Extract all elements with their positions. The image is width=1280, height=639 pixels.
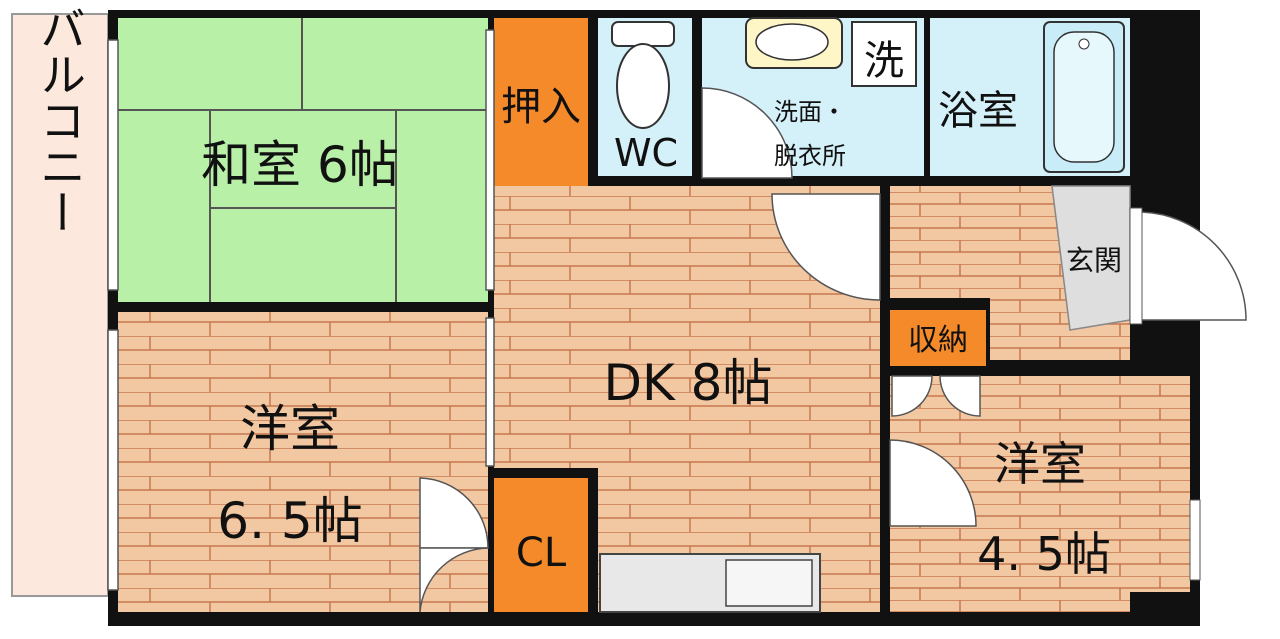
- sentaku-label: 洗: [864, 38, 904, 84]
- washitsu-label: 和室 6帖: [201, 136, 399, 194]
- door-swing-entrance: [1139, 211, 1247, 321]
- genkan-label: 玄関: [1066, 244, 1122, 277]
- wc-label: WC: [614, 131, 678, 175]
- door-swing-cl-upper: [419, 477, 489, 549]
- balcony-label: バルコニー: [33, 5, 87, 235]
- balcony: バルコニー: [11, 5, 109, 597]
- door-swing-dk: [771, 193, 881, 301]
- balcony-windows: [107, 39, 119, 591]
- closet-shuno: 収納: [890, 310, 986, 366]
- senmen-label-1: 洗面・: [774, 98, 846, 126]
- door-swing-cl-lower: [419, 547, 489, 613]
- window-right: [1189, 499, 1201, 581]
- door-swing-shuno-left: [891, 375, 933, 417]
- door-swing-washroom: [701, 87, 793, 179]
- shuno-label: 収納: [908, 323, 968, 358]
- dk-label: DK 8帖: [604, 354, 773, 412]
- toilet-tank-icon: [611, 21, 675, 47]
- sliding-partitions: [485, 29, 495, 467]
- toilet-bowl-icon: [616, 43, 670, 129]
- yoshitsu-left-label-1: 洋室: [240, 400, 340, 458]
- yoshitsu-right-label-2: 4. 5帖: [977, 527, 1111, 581]
- room-washitsu: 和室 6帖: [118, 18, 488, 302]
- yoshitsu-left-label-2: 6. 5帖: [217, 492, 362, 550]
- room-washroom: 洗 洗面・ 脱衣所: [701, 17, 924, 179]
- oshiire-label: 押入: [501, 84, 581, 130]
- door-swing-yoshitsu-right: [889, 439, 977, 527]
- room-genkan: 玄関: [1051, 185, 1247, 331]
- washing-machine-icon: [851, 21, 917, 87]
- room-bath: 浴室: [930, 18, 1130, 176]
- senmen-label-2: 脱衣所: [774, 142, 846, 170]
- kitchen-sink-icon: [725, 559, 813, 607]
- closet-oshiire: 押入: [494, 18, 588, 198]
- cl-label: CL: [516, 530, 567, 576]
- yokushitsu-label: 浴室: [938, 88, 1018, 134]
- closet-cl: CL: [494, 478, 588, 612]
- room-yoshitsu-left: 洋室 6. 5帖: [118, 312, 489, 613]
- door-swing-shuno-right: [939, 375, 981, 417]
- room-wc: WC: [598, 18, 692, 176]
- room-yoshitsu-right: 洋室 4. 5帖: [889, 375, 1201, 612]
- yoshitsu-right-label-1: 洋室: [994, 437, 1086, 491]
